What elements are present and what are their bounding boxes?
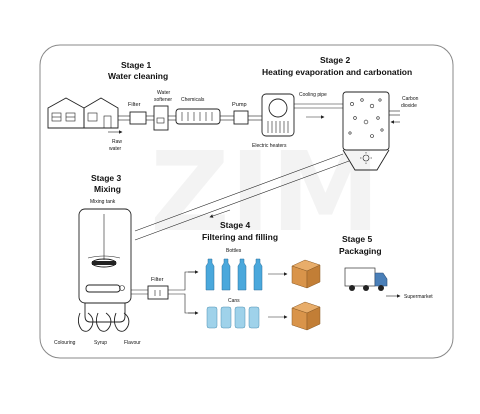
raw-water-label-2: water [109, 146, 122, 152]
stage4-title: Filtering and filling [202, 232, 278, 242]
carbon-dioxide-label-2: dioxide [401, 103, 417, 109]
transfer-pipe-1 [134, 153, 344, 232]
stage1-title: Water cleaning [108, 71, 168, 81]
cans-label: Cans [228, 298, 240, 304]
can [248, 306, 260, 329]
sun-icon [360, 152, 372, 164]
bottle [221, 258, 231, 291]
bottle [253, 258, 263, 291]
diagram-frame [39, 44, 454, 359]
chemicals-unit [175, 108, 221, 125]
heater-unit [261, 93, 295, 137]
stage2-title: Heating evaporation and carbonation [262, 67, 412, 77]
mixing-tank-label: Mixing tank [90, 199, 116, 205]
colouring-label: Colouring [54, 340, 76, 346]
carbonation-tank [342, 91, 390, 151]
syrup-label: Syrup [94, 340, 107, 346]
bottles-label: Bottles [226, 248, 242, 254]
stage3-title: Mixing [94, 184, 121, 194]
stage5-number: Stage 5 [342, 234, 373, 244]
ingredient-funnels [77, 312, 130, 332]
filter2-unit [147, 285, 169, 300]
truck-icon [344, 267, 388, 291]
raw-water-label-1: Raw [112, 139, 122, 145]
stage1-number: Stage 1 [121, 60, 152, 70]
stage3-number: Stage 3 [91, 173, 122, 183]
bottle [205, 258, 215, 291]
stage4-number: Stage 4 [220, 220, 251, 230]
chemicals-label: Chemicals [181, 97, 205, 103]
cooling-pipe-label: Cooling pipe [299, 92, 327, 98]
water-softener-label-1: Water [157, 90, 170, 96]
bottles [205, 258, 263, 291]
stage2-number: Stage 2 [320, 55, 351, 65]
pump-label: Pump [232, 102, 247, 108]
filter2-label: Filter [151, 277, 164, 283]
pump-unit [233, 110, 249, 125]
mixing-tank [78, 208, 132, 323]
can-box [291, 301, 321, 331]
water-softener-unit [153, 105, 169, 131]
can [220, 306, 232, 329]
transfer-pipe-2 [134, 160, 350, 241]
can [206, 306, 218, 329]
carbon-dioxide-label-1: Carbon [402, 96, 419, 102]
water-softener-label-2: softener [154, 97, 172, 103]
bubbles [348, 98, 384, 138]
flavour-label: Flavour [124, 340, 141, 346]
filter-unit [129, 111, 147, 125]
stage5-title: Packaging [339, 246, 382, 256]
bottle-box [291, 259, 321, 289]
filter-label: Filter [128, 102, 141, 108]
heater-coils [267, 121, 289, 133]
cans [206, 306, 260, 329]
supermarket-label: Supermarket [404, 294, 433, 300]
chemicals-pattern [181, 112, 213, 121]
houses-icon [47, 97, 119, 129]
electric-heaters-label: Electric heaters [252, 143, 287, 149]
bottle [237, 258, 247, 291]
can [234, 306, 246, 329]
